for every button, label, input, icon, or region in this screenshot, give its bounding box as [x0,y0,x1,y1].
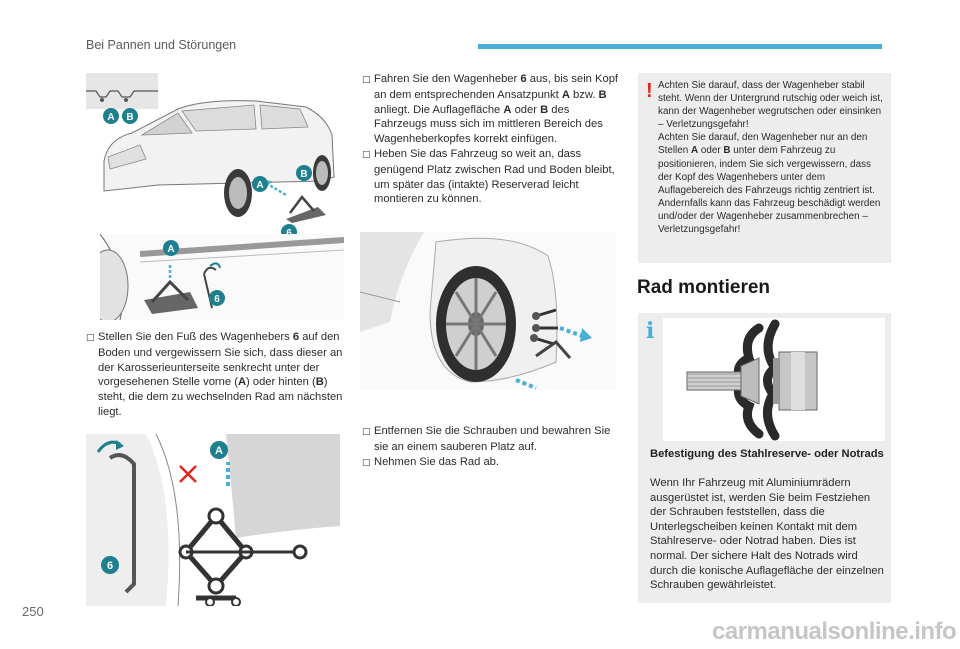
callout-6-label: 6 [214,294,220,305]
text-run-bold: A [561,88,570,101]
page-number: 250 [22,604,44,619]
info-box: i Befestigung des Stahlreserve- oder Not… [638,313,891,603]
text-run: anliegt. Die Auflagefläche [374,103,504,116]
info-body: Wenn Ihr Fahrzeug mit Aluminiumrädern au… [650,477,884,592]
info-heading: Befestigung des Stahlreserve- oder Notra… [650,448,884,460]
step-extend-jack: □Fahren Sie den Wagenheber 6 aus, bis se… [362,72,620,147]
car-overview-figure [86,73,344,223]
section-title: Rad montieren [637,277,771,298]
text-run: oder [698,145,724,157]
callout-a-1: A [103,108,119,124]
wheel-bolt-image [663,318,885,441]
callout-a-label: A [215,445,223,457]
bullet-box-icon: □ [362,427,371,437]
text-run-bold: 6 [520,73,527,85]
callout-6-2: 6 [209,290,225,306]
text-run-bold: A [690,145,699,157]
text-run-bold: B [598,88,607,101]
callout-6-3: 6 [101,556,119,574]
text-run: aus, bis sein Kopf an dem entsprechenden… [374,73,619,101]
header-accent-bar [478,44,882,49]
text-run: Heben Sie das Fahrzeug so weit an, dass … [374,147,615,206]
text-run: bzw. [569,88,599,101]
step-raise-vehicle: □Heben Sie das Fahrzeug so weit an, dass… [362,147,620,207]
section-header: Bei Pannen und Störungen [86,38,237,52]
callout-6-label: 6 [286,228,292,239]
step-place-jack: □Stellen Sie den Fuß des Wagenhebers 6 a… [86,330,344,420]
bullet-box-icon: □ [362,149,371,160]
text-run: unter dem Fahrzeug zu positionieren, ind… [658,145,881,236]
callout-a-2: A [252,176,268,192]
text-run: des Fahrzeugs muss sich im mittleren Ber… [374,103,603,146]
text-run: ) oder hinten ( [246,376,316,389]
text-run-bold: B [315,376,324,389]
callout-a-label: A [256,180,263,191]
callout-6-label: 6 [107,560,113,572]
bullet-box-icon: □ [362,457,371,468]
text-run: Fahren Sie den Wagenheber [374,73,521,85]
warning-paragraph-1: Achten Sie darauf, dass der Wagenheber s… [658,80,883,131]
text-run: Achten Sie darauf, den Wagenheber nur an… [658,132,868,157]
jack-detail-figure [86,434,340,606]
warning-paragraph-2: Achten Sie darauf, den Wagenheber nur an… [658,131,886,236]
text-run: Stellen Sie den Fuß des Wagenhebers [98,331,293,343]
jack-position-figure [100,234,344,320]
text-run-bold: B [540,103,549,116]
text-run-bold: A [503,103,512,116]
bullet-box-icon: □ [362,75,371,85]
middle-steps-top: □Fahren Sie den Wagenheber 6 aus, bis se… [362,72,620,207]
step-remove-bolts: □Entfernen Sie die Schrauben und bewahre… [362,424,620,455]
text-run-bold: B [723,145,731,157]
callout-a-label: A [107,112,114,123]
wheel-removal-figure [360,232,616,390]
warning-text: Achten Sie darauf, dass der Wagenheber s… [658,79,886,236]
callout-a-4: A [210,441,228,459]
text-run: Entfernen Sie die Schrauben und bewahren… [374,425,611,453]
bullet-box-icon: □ [86,333,95,343]
callout-b-label: B [126,112,133,123]
text-run-bold: A [237,376,247,389]
left-step-text: □Stellen Sie den Fuß des Wagenhebers 6 a… [86,330,344,420]
callout-b-label: B [300,169,307,180]
text-run-bold: 6 [292,331,300,343]
callout-b-1: B [122,108,138,124]
step-remove-wheel: □Nehmen Sie das Rad ab. [362,455,620,471]
text-run: ) steht, die dem zu wechselnden Rad am n… [98,376,343,418]
info-icon: i [646,318,655,344]
callout-b-2: B [296,165,312,181]
text-run: oder [511,103,541,116]
watermark: carmanualsonline.info [712,618,957,645]
callout-a-3: A [163,240,179,256]
text-run: auf den Boden und vergewissern Sie sich,… [98,331,343,389]
middle-steps-bottom: □Entfernen Sie die Schrauben und bewahre… [362,424,620,470]
warning-box: ! Achten Sie darauf, dass der Wagenheber… [638,73,891,263]
callout-a-label: A [167,244,174,255]
text-run: Nehmen Sie das Rad ab. [374,455,500,468]
warning-icon: ! [646,80,653,102]
